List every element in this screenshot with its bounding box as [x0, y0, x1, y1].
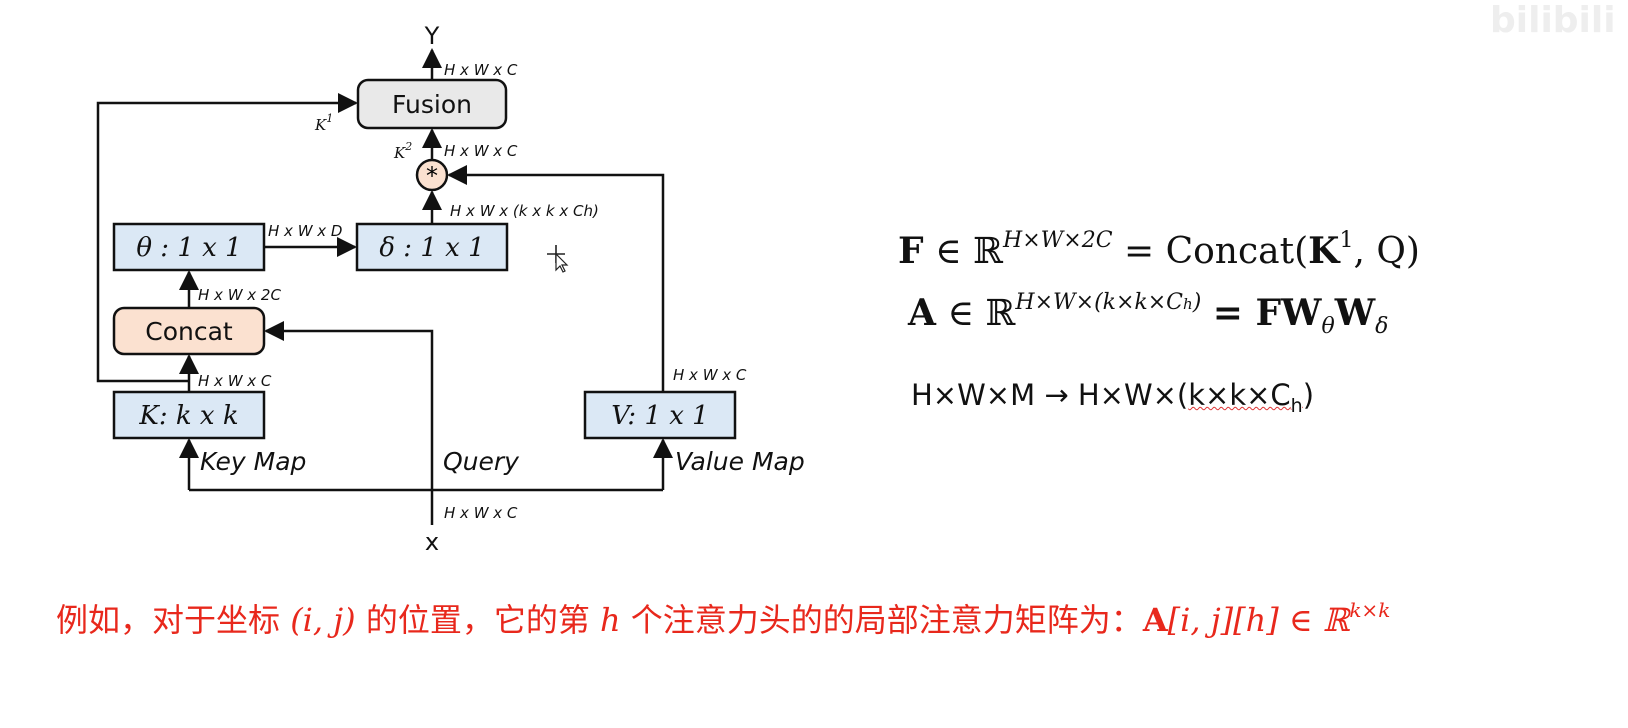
move-cursor-icon [547, 245, 569, 273]
dim-concat-out: H x W x 2C [198, 286, 281, 304]
bilibili-watermark: bilibili [1490, 0, 1616, 41]
arrow-key-to-fusion [96, 93, 358, 383]
equation-f: F ∈ ℝH×W×2C = Concat(K1, Q) [898, 228, 1420, 272]
dim-key-out: H x W x C [198, 372, 272, 390]
input-x-label: x [425, 528, 439, 556]
delta-label: δ : 1 x 1 [379, 233, 484, 263]
multiply-symbol: * [426, 162, 438, 190]
dim-k2: H x W x C [444, 142, 518, 160]
fusion-label: Fusion [392, 90, 472, 119]
arrow-query-to-concat [264, 321, 434, 490]
value-map-label: Value Map [675, 447, 805, 476]
key-box [112, 390, 266, 440]
equation-a: A ∈ ℝH×W×(k×k×Ch) = FWθWδ [908, 290, 1389, 339]
theta-label: θ : 1 x 1 [136, 233, 241, 263]
dim-delta-out: H x W x (k x k x Ch) [450, 202, 599, 220]
k1-label: K1 [314, 112, 333, 134]
key-map-label: Key Map [200, 447, 306, 476]
key-label: K: k x k [138, 401, 238, 431]
query-label: Query [443, 447, 520, 476]
theta-box [112, 222, 266, 272]
dim-theta-out: H x W x D [268, 222, 343, 240]
arrow-value-to-mult [447, 165, 665, 392]
value-label: V: 1 x 1 [611, 401, 708, 431]
dim-input: H x W x C [444, 504, 518, 522]
dim-value-out: H x W x C [673, 366, 747, 384]
attention-diagram: Fusion θ : 1 x 1 δ : 1 x 1 Concat K: k x… [96, 22, 805, 556]
dim-output: H x W x C [444, 61, 518, 79]
output-y-label: Y [424, 22, 440, 50]
shape-transform-note: H×W×M → H×W×(k×k×Ch) [911, 378, 1315, 417]
k2-label: K2 [393, 140, 412, 162]
concat-label: Concat [145, 317, 233, 346]
caption-text: 例如，对于坐标 (i, j) 的位置，它的第 h 个注意力头的的局部注意力矩阵为… [56, 598, 1391, 639]
